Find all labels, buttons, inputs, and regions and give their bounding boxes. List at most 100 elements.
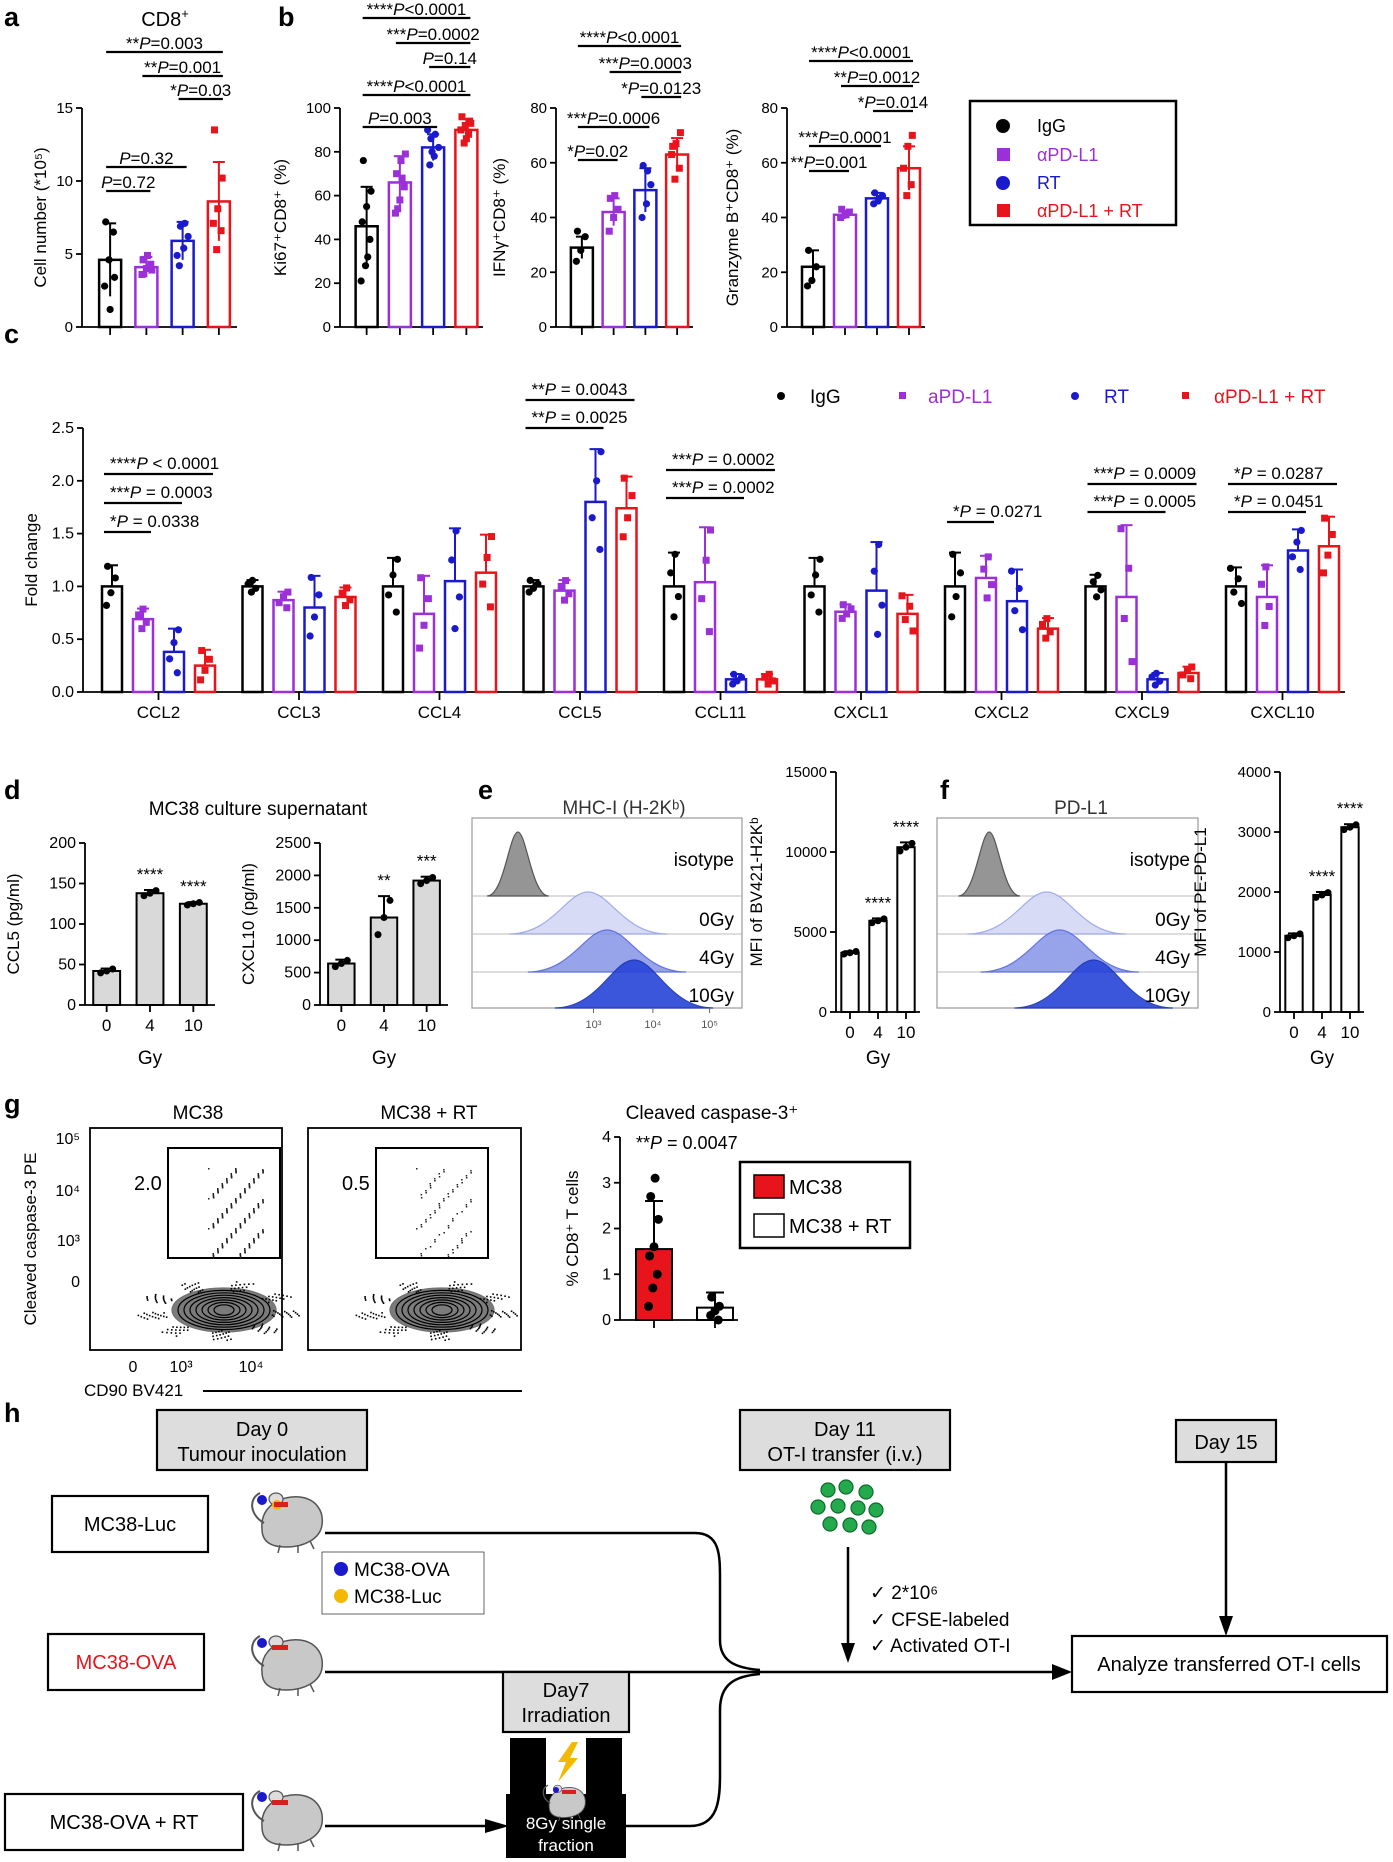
flow-dot xyxy=(146,1295,148,1298)
data-point xyxy=(698,595,706,603)
x-axis-label: Gy xyxy=(866,1048,891,1069)
data-point xyxy=(900,164,907,172)
data-point xyxy=(374,931,382,939)
data-point xyxy=(908,131,916,139)
flow-dot xyxy=(434,1212,436,1214)
legend-apdl1-marker xyxy=(997,148,1010,161)
sig-label: ***P=0.0002 xyxy=(387,25,480,44)
flow-dot xyxy=(415,1291,418,1294)
sig-stars: **** xyxy=(1337,799,1364,818)
flow-dot xyxy=(430,1335,432,1338)
sig-p: P xyxy=(101,173,113,192)
sig-stars: **** xyxy=(865,893,892,912)
flow-dot xyxy=(384,1328,387,1331)
flow-dot xyxy=(402,1288,405,1290)
legend-igg: IgG xyxy=(1037,116,1066,136)
data-point xyxy=(606,194,614,202)
flow-dot xyxy=(456,1247,459,1249)
flow-dot xyxy=(230,1207,233,1209)
flow-title-mc38-rt: MC38 + RT xyxy=(380,1103,478,1124)
data-point xyxy=(393,555,401,563)
data-point xyxy=(650,1173,660,1183)
flow-dot xyxy=(453,1284,455,1286)
flow-dot xyxy=(208,1198,210,1200)
data-point xyxy=(462,135,470,143)
legend-c-igg: IgG xyxy=(810,387,841,408)
flow-dot xyxy=(181,1284,184,1287)
flow-dot xyxy=(253,1209,255,1211)
flow-dot xyxy=(290,1296,292,1298)
sig-label: **P=0.001 xyxy=(790,153,867,172)
flow-dot xyxy=(438,1176,441,1178)
data-point xyxy=(949,550,957,558)
sig-label: P=0.14 xyxy=(423,49,477,68)
flow-dot xyxy=(146,1318,149,1320)
flow-dot xyxy=(239,1253,241,1255)
data-point xyxy=(645,1251,655,1261)
flow-dot xyxy=(429,1187,432,1189)
panel-h-diagram: Day 0 Tumour inoculation Day 11 OT-I tra… xyxy=(3,1408,1389,1858)
flow-dot xyxy=(489,1314,492,1316)
data-point xyxy=(431,130,439,138)
sig-stars: *** xyxy=(417,852,437,871)
y-tick-label: 2500 xyxy=(275,835,311,852)
bar-CCL3-3 xyxy=(334,595,357,694)
flow-dot xyxy=(413,1287,416,1290)
flow-dot xyxy=(253,1180,255,1182)
data-point xyxy=(181,219,189,227)
sig-p: P xyxy=(628,79,640,98)
flow-dot xyxy=(230,1338,232,1341)
flow-dot xyxy=(253,1212,255,1214)
flow-dot xyxy=(465,1206,468,1208)
sig-p: P xyxy=(838,43,850,62)
flow-dot xyxy=(443,1332,445,1334)
data-point xyxy=(620,474,628,482)
y-tick-label: 1.0 xyxy=(52,578,74,595)
y-axis-label: Ki67⁺CD8⁺ (%) xyxy=(271,159,290,276)
y-tick-label: 2.0 xyxy=(52,473,74,490)
flow-dot xyxy=(235,1230,237,1232)
bar-CCL11-0 xyxy=(662,585,686,694)
flow-dot xyxy=(170,1299,173,1302)
flow-y-tick: 10³ xyxy=(57,1233,81,1250)
flow-dot xyxy=(397,1329,399,1331)
flow-dot xyxy=(375,1317,378,1320)
flow-dot xyxy=(470,1170,472,1172)
sig-p: P xyxy=(619,54,631,73)
y-tick-label: 0 xyxy=(323,319,331,336)
flow-dot xyxy=(257,1176,260,1178)
data-point xyxy=(644,1301,653,1311)
data-point xyxy=(103,967,111,975)
data-point xyxy=(573,227,582,235)
flow-dot xyxy=(461,1242,463,1244)
sig-label: *P=0.02 xyxy=(567,142,628,161)
flow-dot xyxy=(235,1281,238,1283)
flow-dot xyxy=(248,1186,251,1188)
flow-dot xyxy=(268,1326,271,1329)
data-point xyxy=(284,588,292,596)
flow-y-tick: 0 xyxy=(71,1274,80,1291)
flow-dot xyxy=(227,1335,230,1337)
flow-dot xyxy=(282,1298,285,1300)
y-tick-label: 100 xyxy=(306,100,331,117)
flow-dot xyxy=(287,1313,290,1316)
flow-dot xyxy=(216,1337,219,1340)
day11-line1: Day 11 xyxy=(814,1419,876,1441)
sig-value: < 0.0001 xyxy=(148,454,219,473)
flow-dot xyxy=(416,1286,418,1288)
sig-value: = 0.0002 xyxy=(703,450,774,469)
y-axis-label: IFNγ⁺CD8⁺ (%) xyxy=(490,158,509,277)
flow-dot xyxy=(162,1295,165,1298)
flow-dot xyxy=(230,1237,233,1239)
mouse-1-tumour xyxy=(274,1502,288,1507)
flow-dot xyxy=(244,1220,246,1222)
flow-dot xyxy=(212,1196,215,1198)
data-point xyxy=(398,174,406,182)
flow-dot xyxy=(235,1229,237,1231)
flow-y-tick: 10⁵ xyxy=(56,1131,80,1148)
flow-dot xyxy=(374,1301,376,1304)
data-point xyxy=(389,571,397,579)
data-point xyxy=(280,593,287,601)
flow-dot xyxy=(470,1199,472,1201)
